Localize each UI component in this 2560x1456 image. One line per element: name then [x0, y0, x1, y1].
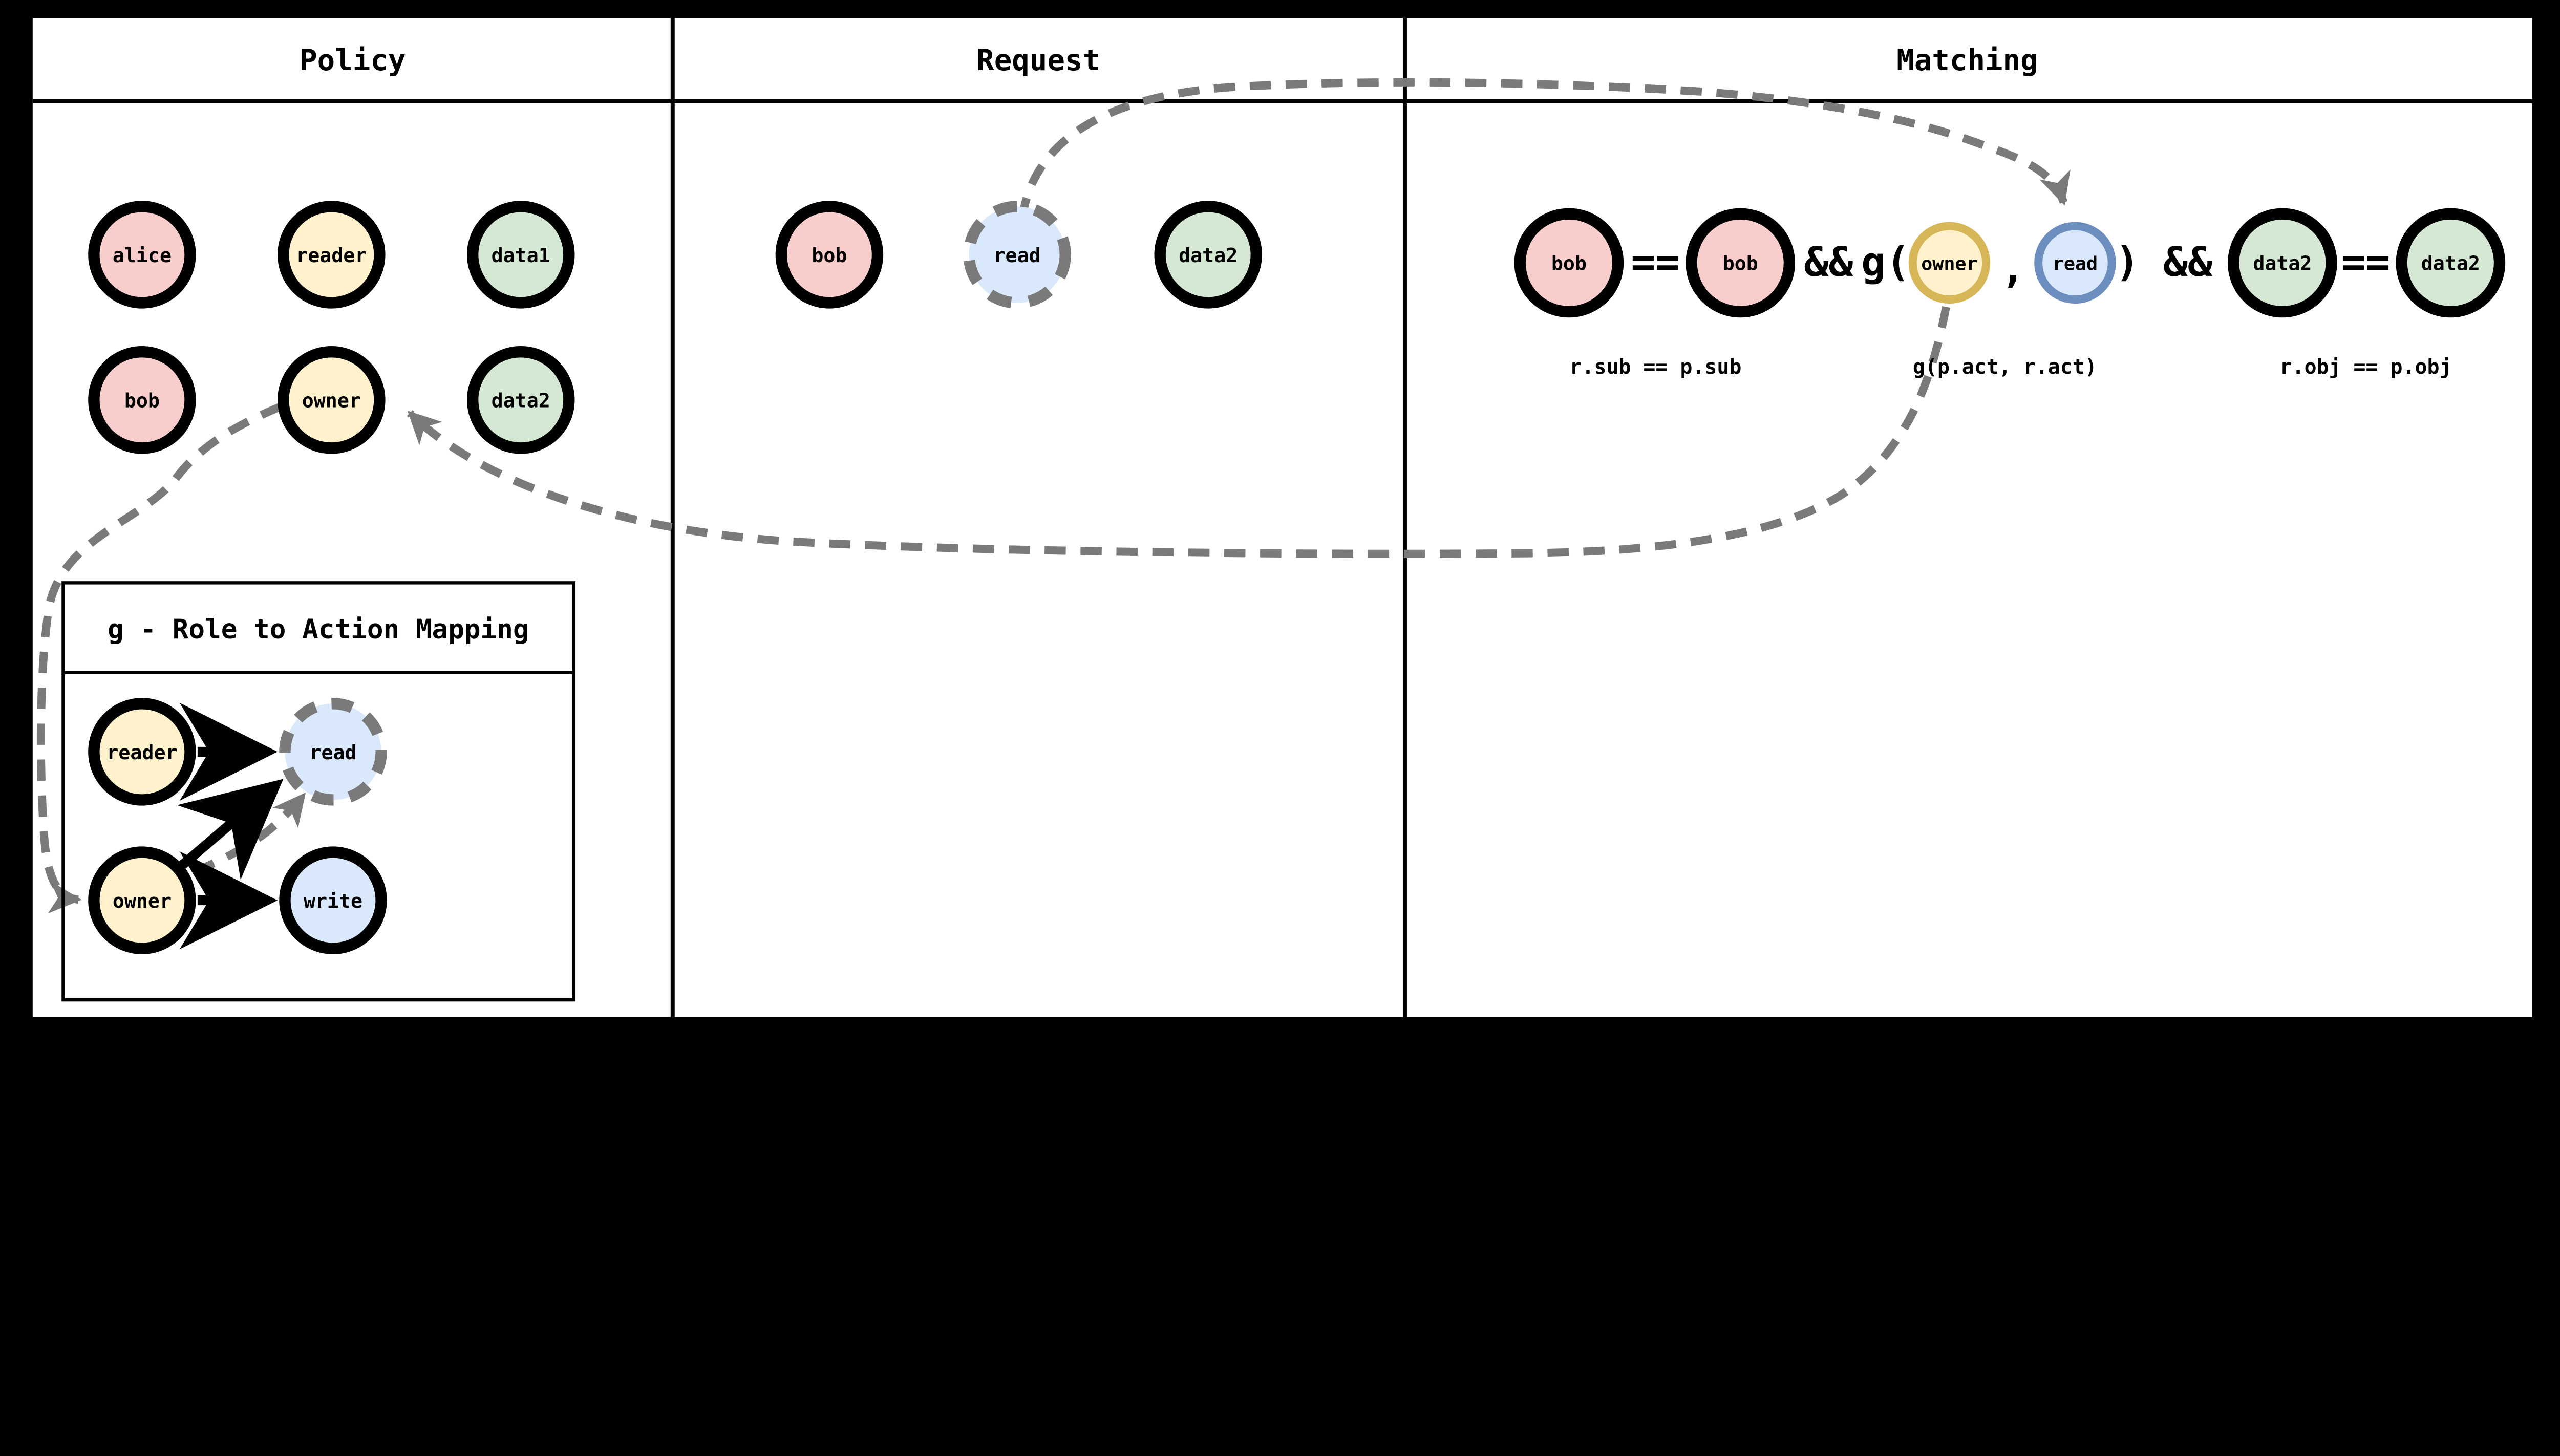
gbox-node-read — [279, 698, 387, 806]
matching-node-rsub-bob — [1514, 208, 1624, 318]
matching-node-psub-bob-label: bob — [1723, 252, 1758, 275]
policy-node-owner-label: owner — [302, 390, 361, 413]
policy-node-reader — [278, 201, 386, 309]
gbox-node-reader-label: reader — [106, 741, 177, 764]
request-node-data2 — [1154, 201, 1262, 309]
gbox: g - Role to Action Mapping reader read o… — [61, 581, 576, 1002]
policy-node-alice-label: alice — [113, 244, 172, 267]
flow-request-read-to-matching-read — [1018, 78, 2071, 220]
policy-node-alice — [88, 201, 196, 309]
matching-panel-title: Matching — [1896, 43, 2038, 77]
request-node-bob — [775, 201, 884, 309]
gbox-node-owner-label: owner — [113, 890, 172, 913]
gbox-node-owner — [88, 846, 196, 954]
matching-token-and1: && — [1804, 238, 1853, 286]
matching-node-pobj-data2 — [2396, 208, 2506, 318]
policy-panel: alice reader data1 bob owner data2 — [88, 201, 575, 454]
policy-node-bob-label: bob — [124, 390, 160, 413]
matching-node-ract-read-label: read — [2053, 253, 2098, 275]
matching-node-psub-bob — [1686, 208, 1796, 318]
policy-node-data1-label: data1 — [492, 244, 550, 267]
matching-token-g-open: g( — [1861, 238, 1910, 286]
matching-token-and2: && — [2163, 238, 2213, 286]
gbox-border — [61, 581, 576, 1002]
matching-node-rsub-bob-label: bob — [1551, 252, 1587, 275]
gbox-node-reader — [88, 698, 196, 806]
policy-node-reader-label: reader — [296, 244, 367, 267]
matching-node-ract-read — [2034, 222, 2116, 304]
diagram-canvas: Policy Request Matching alice reader dat… — [32, 18, 2532, 1017]
table-background — [32, 18, 2532, 1017]
request-node-read-label: read — [994, 244, 1041, 267]
request-panel-title: Request — [976, 43, 1100, 77]
request-node-data2-label: data2 — [1179, 244, 1238, 267]
policy-node-data2-label: data2 — [492, 390, 550, 413]
matching-sublabel-sub: r.sub == p.sub — [1569, 355, 1741, 379]
request-node-bob-label: bob — [812, 244, 847, 267]
matching-token-comma: , — [2001, 245, 2025, 292]
matching-node-pact-owner-label: owner — [1921, 253, 1977, 275]
gbox-node-write — [279, 846, 387, 954]
matching-token-eq2: == — [2341, 238, 2391, 286]
matching-token-g-close: ) — [2115, 238, 2140, 286]
matching-node-pobj-data2-label: data2 — [2421, 252, 2480, 275]
matching-node-pact-owner — [1908, 222, 1991, 304]
matching-sublabel-obj: r.obj == p.obj — [2280, 355, 2452, 379]
gbox-title: g - Role to Action Mapping — [108, 614, 529, 645]
flow-policy-owner-to-gbox-owner — [36, 402, 283, 914]
matching-token-eq1: == — [1631, 238, 1680, 286]
matching-node-robj-data2 — [2228, 208, 2337, 318]
request-panel: bob read data2 — [775, 201, 1262, 309]
policy-node-owner — [278, 346, 386, 454]
policy-node-data2 — [467, 346, 575, 454]
policy-node-bob — [88, 346, 196, 454]
flow-matching-owner-to-policy-owner — [407, 306, 1950, 558]
matching-panel: bob == bob && g( owner , read ) && data2… — [1514, 208, 2506, 379]
matching-node-robj-data2-label: data2 — [2253, 252, 2312, 275]
request-node-read — [963, 201, 1071, 309]
policy-panel-title: Policy — [300, 43, 406, 77]
gbox-node-read-label: read — [309, 741, 356, 764]
gbox-node-write-label: write — [304, 890, 362, 913]
matching-sublabel-act: g(p.act, r.act) — [1913, 355, 2097, 379]
policy-node-data1 — [467, 201, 575, 309]
